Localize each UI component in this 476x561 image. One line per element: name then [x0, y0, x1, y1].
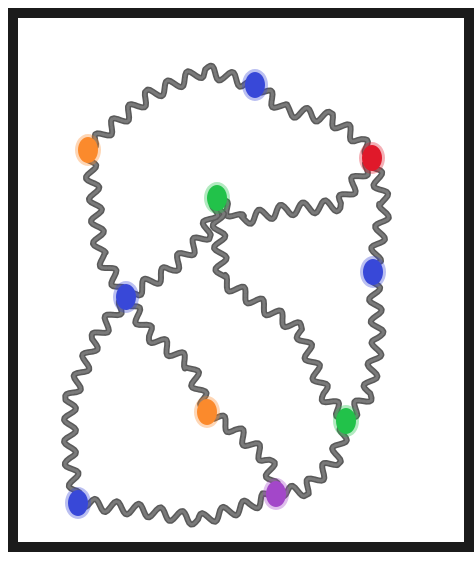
node-green-center-top: [207, 185, 227, 211]
node-blue-middle-left: [116, 284, 136, 310]
strand-texture-blue-middle-left-to-orange-middle: [124, 295, 209, 414]
node-blue-top: [245, 72, 265, 98]
node-purple-bottom: [266, 481, 286, 507]
strand-texture-green-center-top-to-blue-middle-left: [124, 196, 220, 299]
strand-texture-green-center-top-to-green-lower-right: [211, 196, 348, 423]
strand-texture-red-top-right-to-blue-right: [369, 156, 391, 274]
node-blue-bottom-left: [68, 490, 88, 516]
diagram-border: [8, 8, 474, 552]
strand-texture-purple-bottom-to-green-lower-right: [274, 419, 349, 498]
strand-texture-red-top-right-to-green-center-top: [215, 156, 374, 226]
strands-layer: [61, 62, 392, 528]
strand-texture-orange-middle-to-purple-bottom: [205, 410, 280, 496]
node-orange-middle: [197, 399, 217, 425]
strand-texture-blue-top-to-red-top-right: [253, 83, 374, 160]
strand-texture-orange-top-left-to-blue-middle-left: [84, 148, 128, 299]
node-blue-right: [363, 259, 383, 285]
strand-texture-blue-right-to-green-lower-right: [344, 270, 386, 423]
strand-texture-blue-bottom-left-to-purple-bottom: [76, 491, 278, 527]
node-orange-top-left: [78, 137, 98, 163]
strand-texture-orange-top-left-to-blue-top: [86, 64, 257, 152]
node-red-top-right: [362, 145, 382, 171]
nodes-layer: [65, 69, 386, 519]
strand-texture-blue-middle-left-to-blue-bottom-left: [62, 295, 128, 505]
node-green-lower-right: [336, 408, 356, 434]
